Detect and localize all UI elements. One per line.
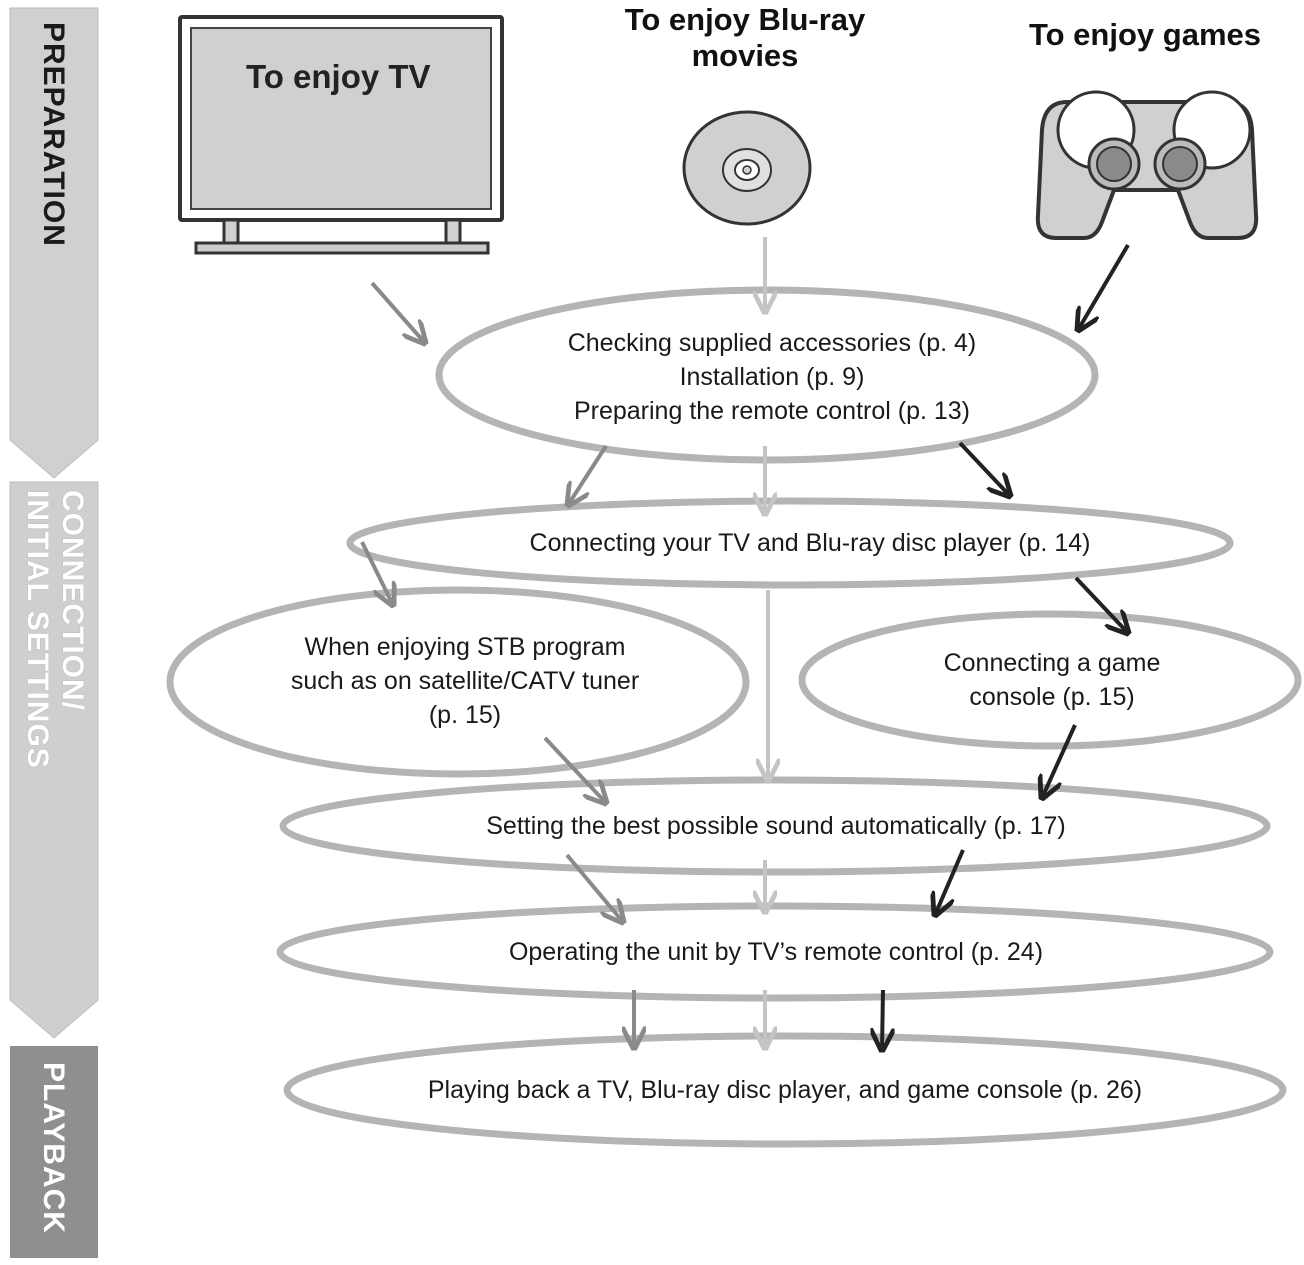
ellipse-stb [166,586,750,778]
tv-path-arrows [360,281,634,1048]
sidebar-label-initial-settings: INITIAL SETTINGS [21,490,54,769]
step-installation: Installation (p. 9) [679,363,865,391]
step-stb-group: When enjoying STB program such as on sat… [215,630,715,732]
sidebar-track [9,7,99,1258]
step-accessories: Checking supplied accessories (p. 4) [567,329,977,357]
disc-icon [682,110,812,226]
tv-icon [178,15,504,255]
ellipse-playing [283,1032,1287,1148]
arrow [935,849,965,915]
ellipse-connecting [346,497,1234,589]
sidebar-label-playback: PLAYBACK [37,1062,70,1234]
heading-bluray-line2: movies [691,38,799,73]
arrow [360,541,393,605]
heading-games: To enjoy games [1029,17,1261,52]
step-game-group: Connecting a game console (p. 15) [862,646,1242,714]
sidebar-label-preparation: PREPARATION [37,22,70,247]
ellipse-game-console [798,610,1302,750]
games-path-arrows [882,243,1130,1050]
arrow [882,989,883,1050]
arrow [543,736,606,803]
sidebar-preparation-block [9,7,99,479]
step-ellipses [166,286,1302,1148]
step-sound: Setting the best possible sound automati… [486,812,1066,840]
step-remote: Preparing the remote control (p. 13) [573,397,971,425]
step-game-line2: console (p. 15) [969,683,1135,711]
bluray-path-arrows [765,237,768,1048]
step-accessories-group: Checking supplied accessories (p. 4) Ins… [472,326,1072,428]
step-operating: Operating the unit by TV’s remote contro… [508,938,1044,966]
heading-bluray: To enjoy Blu-ray movies [570,2,920,74]
sidebar-label-connection: CONNECTION/ [56,490,89,711]
sidebar-playback-block [10,1046,98,1258]
step-playing: Playing back a TV, Blu-ray disc player, … [427,1076,1143,1104]
arrow [565,853,623,922]
arrow [1078,243,1130,330]
arrow [568,444,608,505]
heading-tv: To enjoy TV [246,58,431,95]
arrow [1042,724,1077,798]
step-stb-line1: When enjoying STB program [304,633,626,661]
game-controller-icon [1035,90,1259,240]
arrow [958,441,1010,496]
step-connecting: Connecting your TV and Blu-ray disc play… [529,529,1091,557]
heading-bluray-line1: To enjoy Blu-ray [624,2,866,37]
step-stb-line3: (p. 15) [428,701,502,729]
step-stb-line2: such as on satellite/CATV tuner [290,667,640,695]
step-game-line1: Connecting a game [943,649,1161,677]
sidebar-connection-block [9,481,99,1039]
arrow [1074,576,1128,633]
arrow [370,281,425,343]
